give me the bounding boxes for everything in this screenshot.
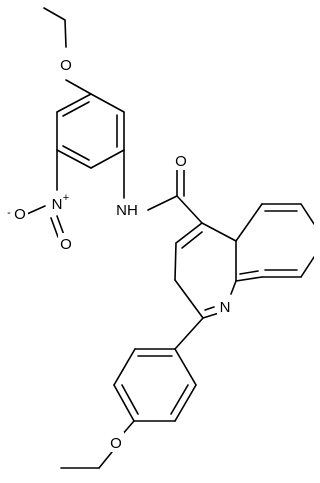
nitrophenyl-ring-bonds — [56, 93, 125, 169]
atom-o-nitro-minus: O — [14, 206, 26, 223]
atom-label-o-top: O — [58, 54, 74, 74]
atom-label-o-nitro-minus: - O — [7, 204, 28, 224]
atom-n-nitro: N — [52, 196, 63, 213]
atom-label-nh: NH — [112, 199, 142, 219]
quinoline-bonds — [174, 203, 314, 319]
charge-nitro-n: + — [63, 192, 69, 204]
atom-label-o-bottom: O — [108, 432, 124, 452]
atom-o-nitro-double: O — [60, 236, 72, 253]
atom-n-quinoline: N — [220, 299, 231, 316]
ethoxyphenyl-bonds — [60, 317, 204, 469]
atom-label-n-quinoline: N — [217, 296, 233, 316]
atom-nh: NH — [116, 202, 138, 219]
atom-label-o-amide: O — [173, 150, 189, 170]
atom-o-amide: O — [175, 153, 187, 170]
top-ethoxy-bonds — [43, 7, 92, 95]
atom-o-bottom: O — [110, 435, 122, 452]
amide-bonds — [123, 149, 203, 224]
charge-nitro-o: - — [7, 207, 11, 219]
nitro-group-bonds — [26, 149, 65, 238]
atom-label-o-nitro-double: O — [58, 233, 74, 253]
atom-o-top: O — [60, 57, 72, 74]
atom-label-n-nitro: N + — [49, 192, 69, 213]
